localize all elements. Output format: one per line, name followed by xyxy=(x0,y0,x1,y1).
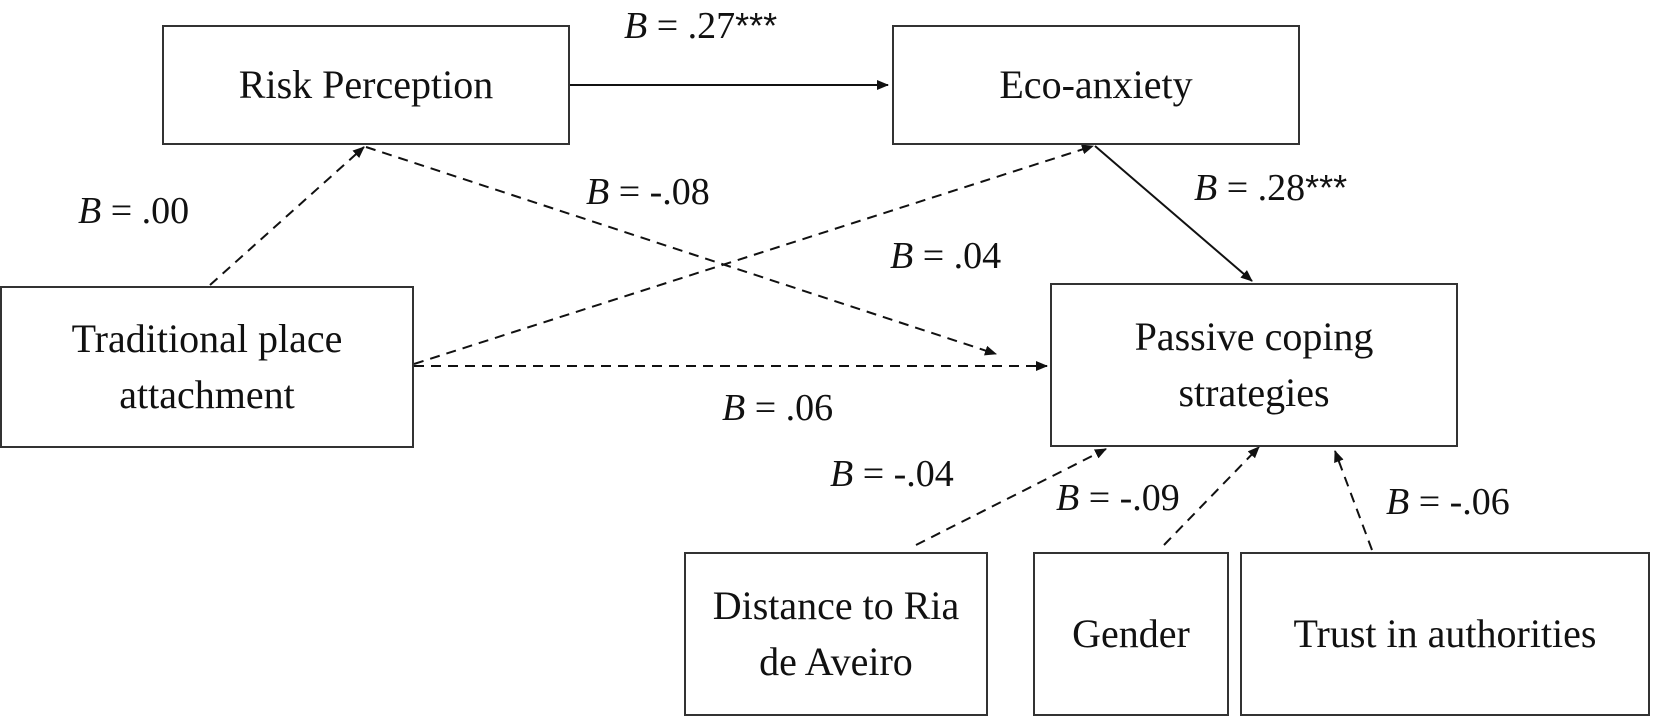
coef-symbol: B xyxy=(1056,477,1080,519)
coef-value: = -.06 xyxy=(1409,481,1510,523)
edge-gender-passive xyxy=(1163,446,1260,546)
node-trust-in-authorities: Trust in authorities xyxy=(1240,552,1650,716)
coef-symbol: B xyxy=(624,5,648,47)
node-passive-coping-strategies: Passive coping strategies xyxy=(1050,283,1458,447)
coef-trad-risk: B = .00 xyxy=(78,189,189,233)
coef-value: = .28 xyxy=(1217,167,1306,209)
coef-value: = .06 xyxy=(745,387,834,429)
coef-value: = -.04 xyxy=(853,453,954,495)
node-distance-to-ria-de-aveiro: Distance to Ria de Aveiro xyxy=(684,552,988,716)
coef-risk-passive: B = -.08 xyxy=(586,170,710,214)
coef-symbol: B xyxy=(1194,167,1218,209)
coef-symbol: B xyxy=(1386,481,1410,523)
coef-eco-passive: B = .28*** xyxy=(1194,166,1347,210)
coef-symbol: B xyxy=(586,171,610,213)
node-traditional-place-attachment: Traditional place attachment xyxy=(0,286,414,448)
edge-eco-passive xyxy=(1094,145,1253,282)
edge-risk-passive xyxy=(365,146,997,356)
coef-value: = .27 xyxy=(647,5,736,47)
edge-trad-risk xyxy=(209,146,365,286)
coef-symbol: B xyxy=(78,190,102,232)
node-gender: Gender xyxy=(1033,552,1229,716)
node-eco-anxiety: Eco-anxiety xyxy=(892,25,1300,145)
coef-value: = -.08 xyxy=(609,171,710,213)
coef-value: = .04 xyxy=(913,235,1002,277)
coef-significance: *** xyxy=(1305,167,1348,208)
coef-value: = .00 xyxy=(101,190,190,232)
coef-gender-passive: B = -.09 xyxy=(1056,476,1180,520)
coef-trad-eco: B = .04 xyxy=(890,234,1001,278)
edge-trust-passive xyxy=(1334,450,1373,551)
coef-symbol: B xyxy=(890,235,914,277)
coef-significance: *** xyxy=(735,5,778,46)
coef-risk-eco: B = .27*** xyxy=(624,4,777,48)
coef-symbol: B xyxy=(830,453,854,495)
node-risk-perception: Risk Perception xyxy=(162,25,570,145)
coef-distance-passive: B = -.04 xyxy=(830,452,954,496)
edge-distance-passive xyxy=(915,448,1107,546)
coef-trust-passive: B = -.06 xyxy=(1386,480,1510,524)
coef-trad-passive: B = .06 xyxy=(722,386,833,430)
coef-symbol: B xyxy=(722,387,746,429)
coef-value: = -.09 xyxy=(1079,477,1180,519)
